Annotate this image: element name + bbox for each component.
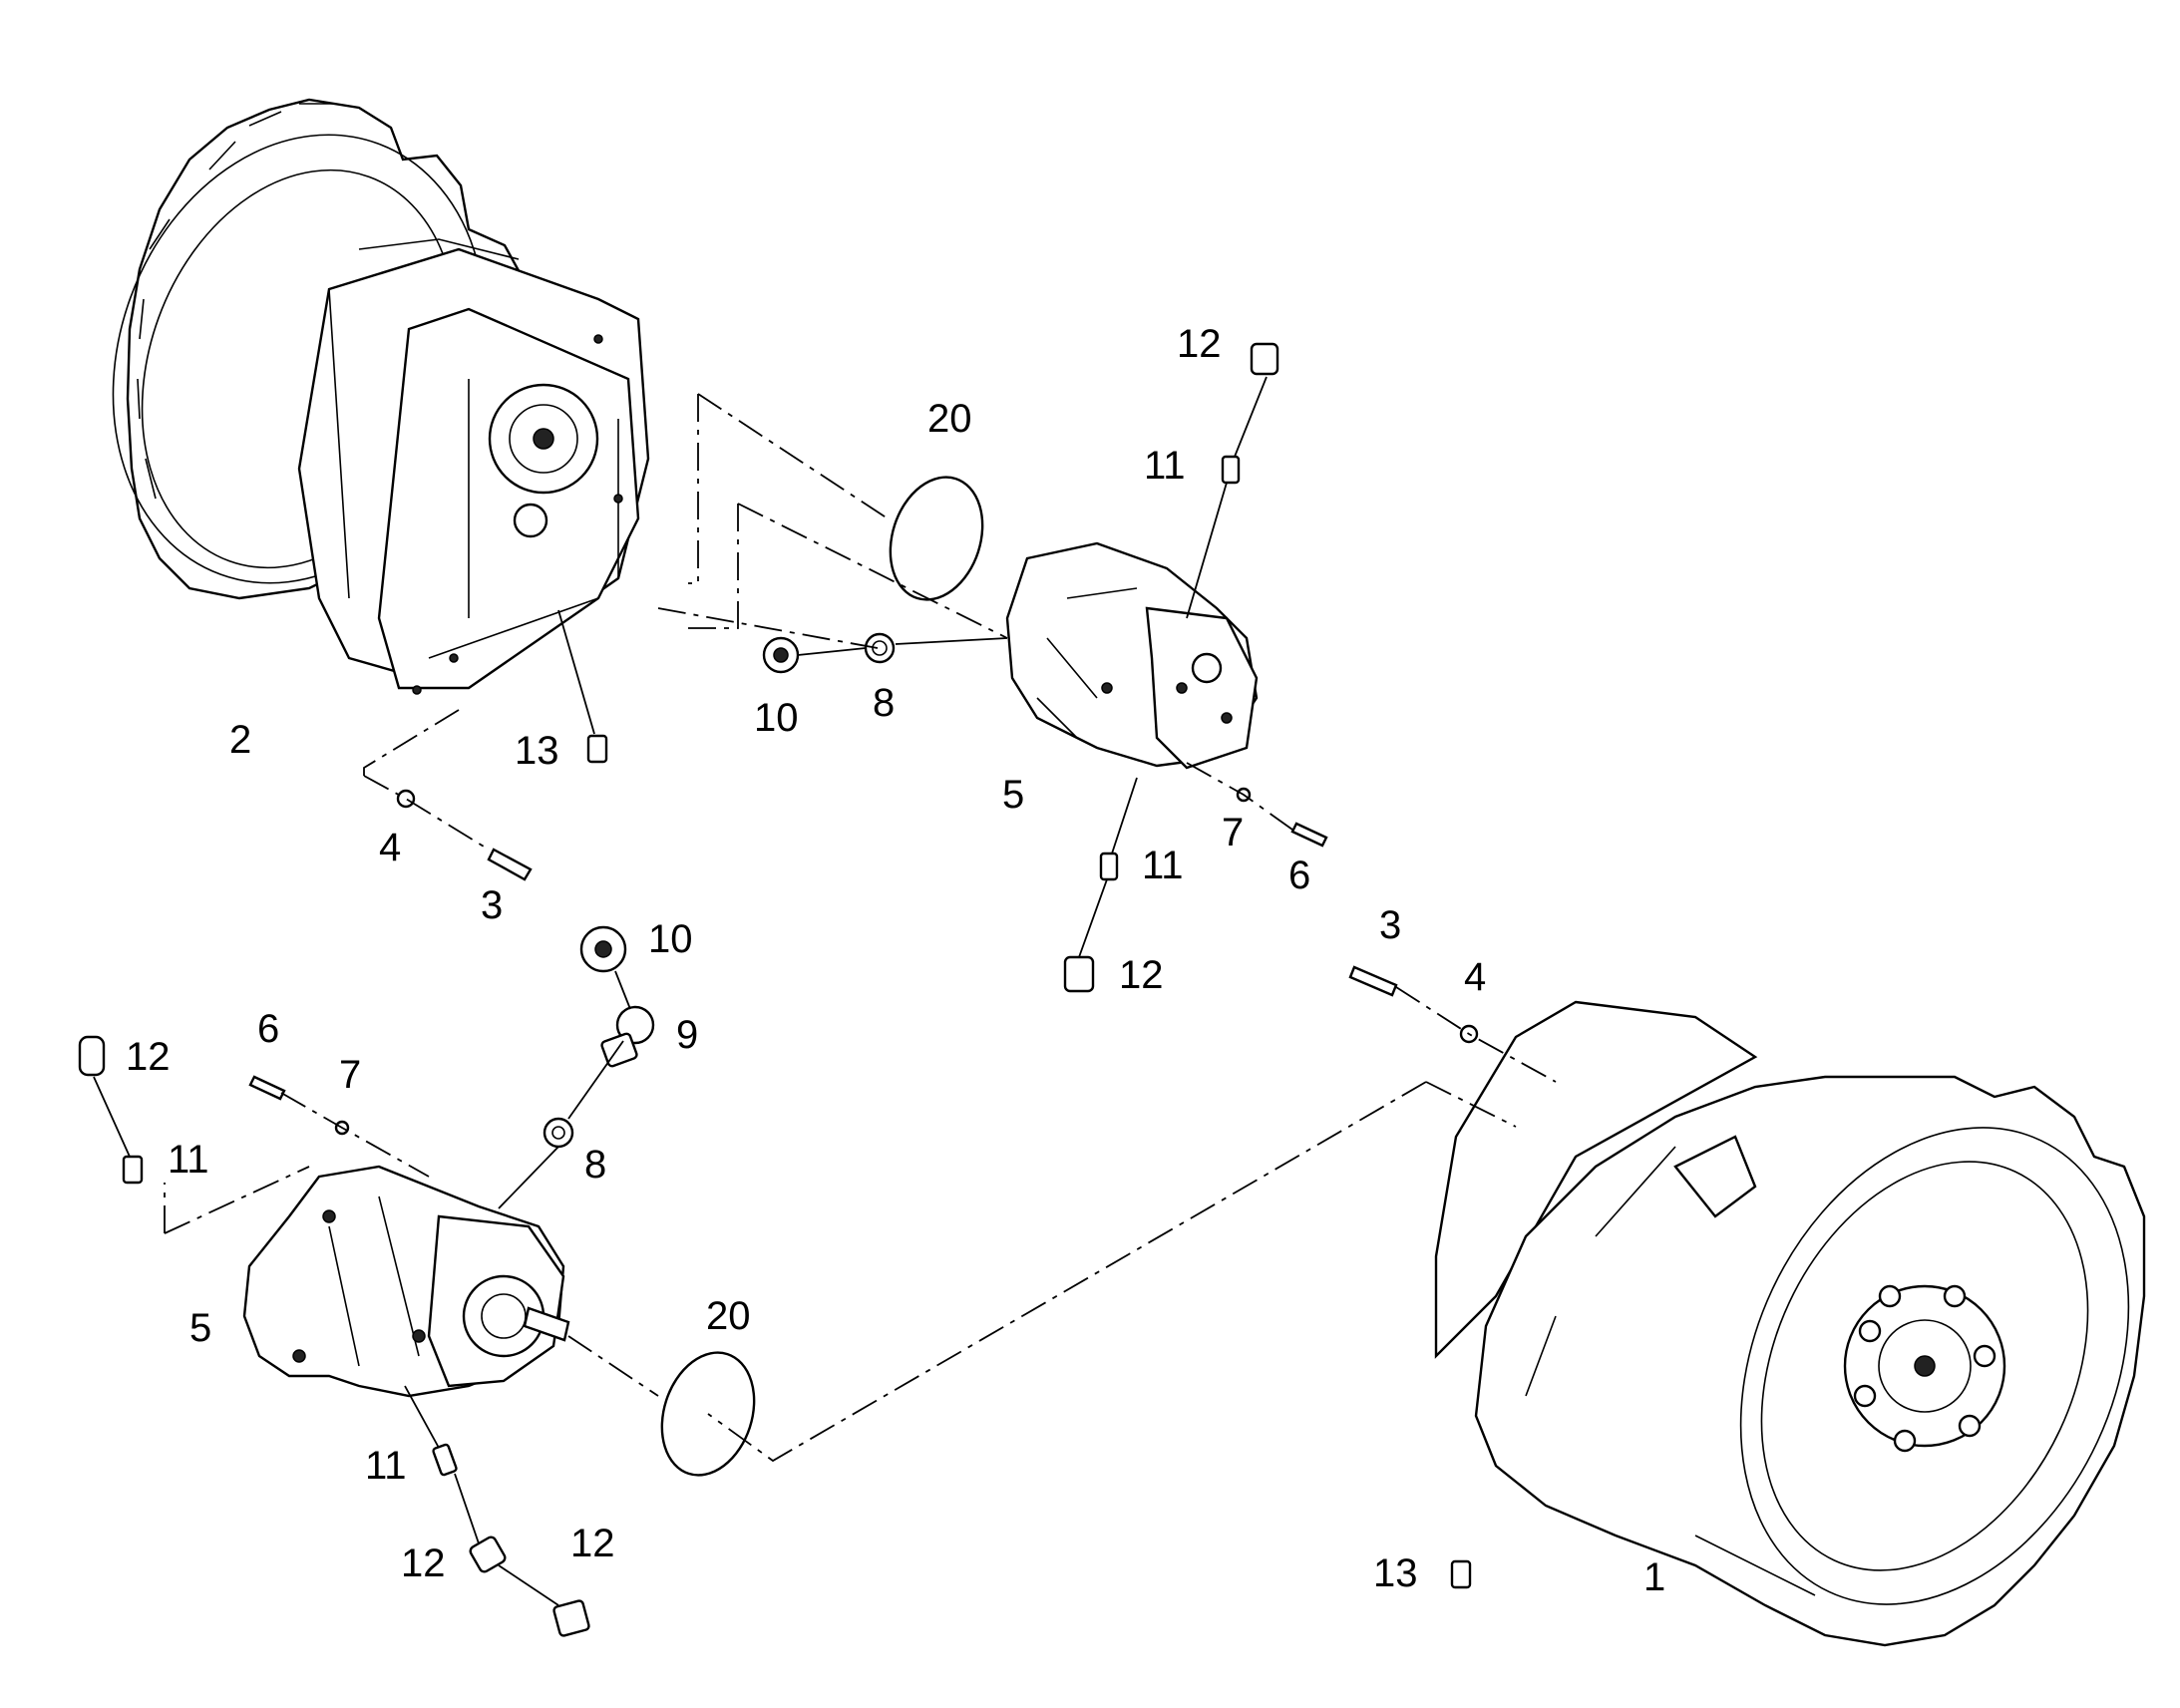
adapter-8-lower: [543, 1117, 574, 1149]
callout-11-mid: 11: [1142, 844, 1184, 887]
callout-10-lower: 10: [648, 917, 693, 961]
callout-11-top: 11: [1144, 444, 1186, 488]
callout-3-upper: 3: [481, 883, 504, 927]
callout-13-lower: 13: [1373, 1551, 1418, 1595]
hydraulic-motor-5-lower: [242, 1165, 570, 1398]
o-ring-20-upper: [889, 476, 984, 601]
callout-20-lower: 20: [706, 1294, 751, 1338]
callout-4-upper: 4: [379, 826, 402, 869]
callout-20-upper: 20: [927, 397, 972, 441]
callout-1: 1: [1643, 1555, 1666, 1599]
callout-3-lower: 3: [1379, 903, 1402, 947]
final-drive-2: [112, 98, 650, 695]
plug-13-upper: [586, 734, 608, 764]
washer-4-upper: [396, 789, 416, 809]
hydraulic-motor-5-upper: [1005, 541, 1259, 770]
elbow-12-b: [1063, 955, 1095, 993]
elbow-12-e: [552, 1599, 590, 1637]
callout-13-upper: 13: [515, 729, 559, 773]
callout-12-bottom-a: 12: [401, 1541, 446, 1585]
callout-4-lower: 4: [1464, 955, 1487, 999]
final-drive-1: [1434, 1000, 2146, 1647]
callout-11-bottom: 11: [365, 1444, 407, 1488]
callout-12-bottom-b: 12: [570, 1522, 615, 1565]
callout-6-upper: 6: [1288, 854, 1311, 897]
bolt-3-upper: [487, 848, 533, 881]
elbow-12-c: [78, 1035, 106, 1077]
callout-6-lower: 6: [257, 1007, 280, 1051]
callout-11-left: 11: [168, 1138, 209, 1182]
elbow-12-a: [1250, 342, 1279, 376]
callout-2: 2: [229, 718, 252, 762]
screw-6-lower: [248, 1075, 286, 1101]
assembly-lines: [93, 376, 1557, 1606]
adapter-8-upper: [864, 632, 896, 664]
callout-10-upper: 10: [754, 696, 799, 740]
callout-7-upper: 7: [1222, 811, 1245, 854]
callout-9: 9: [676, 1013, 699, 1057]
callout-12-mid: 12: [1119, 953, 1164, 997]
callout-12-top: 12: [1177, 322, 1222, 366]
fitting-11-d: [432, 1443, 458, 1477]
callout-8-lower: 8: [584, 1143, 607, 1187]
bolt-3-lower: [1348, 965, 1398, 997]
callout-12-left: 12: [126, 1035, 171, 1079]
fitting-11-a: [1221, 455, 1241, 485]
callout-7-lower: 7: [339, 1053, 362, 1097]
callout-5-lower: 5: [189, 1306, 212, 1350]
plug-13-lower: [1450, 1559, 1472, 1589]
callout-8-upper: 8: [873, 681, 896, 725]
screw-6-upper: [1290, 822, 1328, 848]
fitting-11-c: [122, 1155, 144, 1185]
fitting-11-b: [1099, 852, 1119, 881]
elbow-12-d: [469, 1536, 507, 1573]
callout-5-upper: 5: [1002, 773, 1025, 817]
